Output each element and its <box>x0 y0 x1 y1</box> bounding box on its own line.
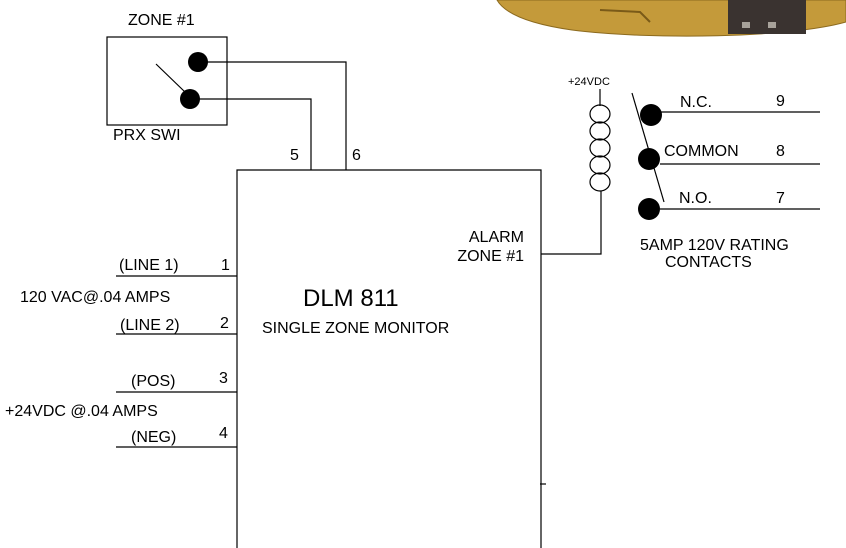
photo-chip-pad <box>742 22 750 28</box>
terminal-4: 4 <box>219 425 228 442</box>
pos-label: (POS) <box>131 373 175 390</box>
photo-chip-pad <box>768 22 776 28</box>
photo-trace <box>599 9 651 23</box>
coil-loop <box>589 104 611 124</box>
wire-switch-to-terminal-6 <box>198 61 347 170</box>
relay-arm <box>631 92 665 203</box>
coil-loop <box>589 121 611 141</box>
terminal-8: 8 <box>776 143 785 160</box>
contact-common-label: COMMON <box>664 143 739 160</box>
alarm-label-line1: ALARM <box>469 229 524 246</box>
neg-label: (NEG) <box>131 429 176 446</box>
switch-arm <box>155 63 186 93</box>
contact-nc-label: N.C. <box>680 94 712 111</box>
alarm-label-line2: ZONE #1 <box>457 248 524 265</box>
coil-loop <box>589 172 611 192</box>
line1-label: (LINE 1) <box>119 257 179 274</box>
switch-box <box>106 36 228 126</box>
terminal-5: 5 <box>290 147 299 164</box>
zone-label: ZONE #1 <box>128 12 195 29</box>
contact-no-dot <box>638 198 660 220</box>
terminal-3: 3 <box>219 370 228 387</box>
terminal-9: 9 <box>776 93 785 110</box>
contact-rating-line2: CONTACTS <box>665 254 752 271</box>
dc-rating: +24VDC @.04 AMPS <box>5 403 158 420</box>
wire-alarm-output <box>541 191 602 255</box>
terminal-7: 7 <box>776 190 785 207</box>
wire-switch-to-terminal-5 <box>190 98 312 170</box>
terminal-2: 2 <box>220 315 229 332</box>
contact-common-dot <box>638 148 660 170</box>
relay-coil <box>589 104 611 192</box>
coil-loop <box>589 138 611 158</box>
contact-rating-line1: 5AMP 120V RATING <box>640 237 789 254</box>
ac-rating: 120 VAC@.04 AMPS <box>20 289 170 306</box>
coil-voltage: +24VDC <box>568 76 610 88</box>
coil-loop <box>589 155 611 175</box>
terminal-1: 1 <box>221 257 230 274</box>
line2-label: (LINE 2) <box>120 317 180 334</box>
contact-nc-dot <box>640 104 662 126</box>
contact-no-label: N.O. <box>679 190 712 207</box>
module-outline <box>236 169 542 548</box>
product-photo <box>496 0 846 37</box>
photo-chip <box>728 0 806 34</box>
module-description: SINGLE ZONE MONITOR <box>262 320 449 337</box>
switch-label: PRX SWI <box>113 127 181 144</box>
module-model: DLM 811 <box>303 285 399 312</box>
terminal-6: 6 <box>352 147 361 164</box>
